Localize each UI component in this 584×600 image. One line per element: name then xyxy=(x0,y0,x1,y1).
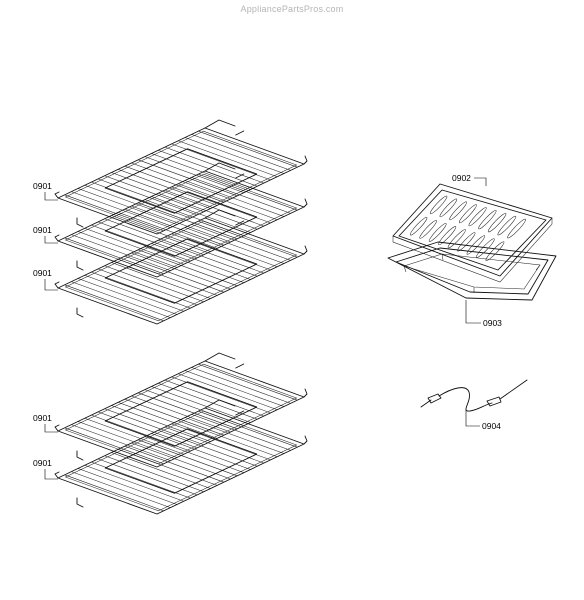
meat-probe-assembly: 0904 xyxy=(420,379,528,431)
callout-rack-1[interactable]: 0901 xyxy=(33,181,58,201)
broil-pan-drawing xyxy=(387,241,557,301)
callout-label-rack-4: 0901 xyxy=(33,413,52,423)
oven-rack-5 xyxy=(54,399,308,515)
callout-label-broil-pan: 0903 xyxy=(483,318,502,328)
callout-label-meat-probe: 0904 xyxy=(482,421,501,431)
callout-rack-3[interactable]: 0901 xyxy=(33,268,58,291)
oven-rack-1 xyxy=(54,119,308,235)
oven-rack-4 xyxy=(54,352,308,468)
broil-grid-drawing xyxy=(392,183,553,283)
callout-rack-5[interactable]: 0901 xyxy=(33,458,58,480)
oven-rack-2 xyxy=(54,162,308,278)
oven-rack-3 xyxy=(54,209,308,325)
broil-grid-slots xyxy=(409,195,526,262)
callout-label-rack-2: 0901 xyxy=(33,225,52,235)
meat-probe-drawing xyxy=(420,379,528,412)
callout-label-rack-5: 0901 xyxy=(33,458,52,468)
callout-label-rack-3: 0901 xyxy=(33,268,52,278)
callout-rack-2[interactable]: 0901 xyxy=(33,225,58,244)
callout-label-broil-grid: 0902 xyxy=(452,173,471,183)
oven-racks-group xyxy=(54,119,308,515)
watermark-text: AppliancePartsPros.com xyxy=(240,4,344,14)
callout-broil-grid[interactable]: 0902 xyxy=(452,173,487,186)
callout-label-rack-1: 0901 xyxy=(33,181,52,191)
callout-broil-pan[interactable]: 0903 xyxy=(465,300,502,328)
callout-meat-probe[interactable]: 0904 xyxy=(465,410,501,431)
broil-pan-assembly: 0902 0903 xyxy=(387,173,557,328)
callout-rack-4[interactable]: 0901 xyxy=(33,413,58,433)
